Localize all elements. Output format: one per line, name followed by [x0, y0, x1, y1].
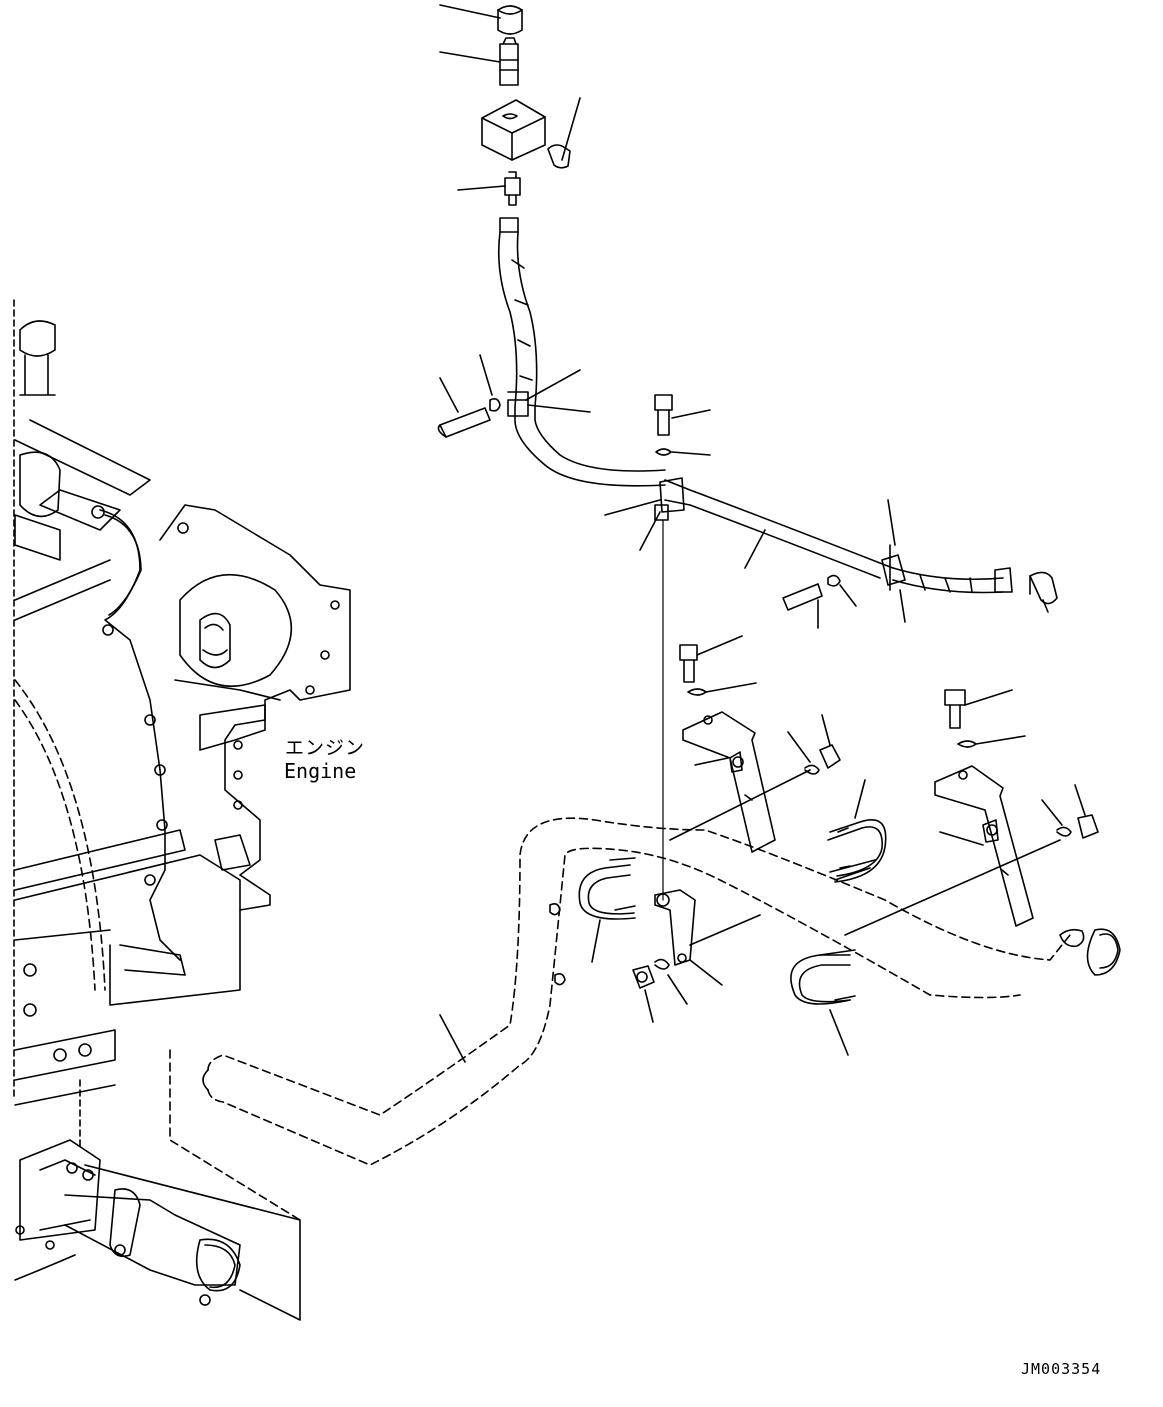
fitting-stack: [439, 4, 581, 233]
u-bolt-lower: [790, 949, 856, 1056]
bracket-small: [632, 889, 761, 1023]
engine-assembly: [13, 299, 351, 1281]
bolt-washer-set-2: [654, 394, 711, 456]
u-bolt-upper: [827, 779, 887, 883]
coupling-hose-clamps: [19, 1139, 301, 1321]
u-bolt-left: [578, 857, 636, 963]
bolt-washer-set-1: [437, 354, 501, 438]
drawing-reference-number: JM003354: [1021, 1360, 1102, 1378]
bolt-washer-set-3: [782, 574, 857, 629]
main-hose: [497, 231, 1058, 623]
bracket-left: [669, 635, 841, 853]
hose-clamp-center: [604, 477, 685, 551]
lower-pipe-end: [202, 903, 1121, 1091]
lower-pipe: [169, 817, 1071, 1221]
engine-label-japanese: エンジン: [285, 737, 366, 759]
engine-label-english: Engine: [284, 759, 357, 783]
bracket-right: [844, 689, 1099, 936]
